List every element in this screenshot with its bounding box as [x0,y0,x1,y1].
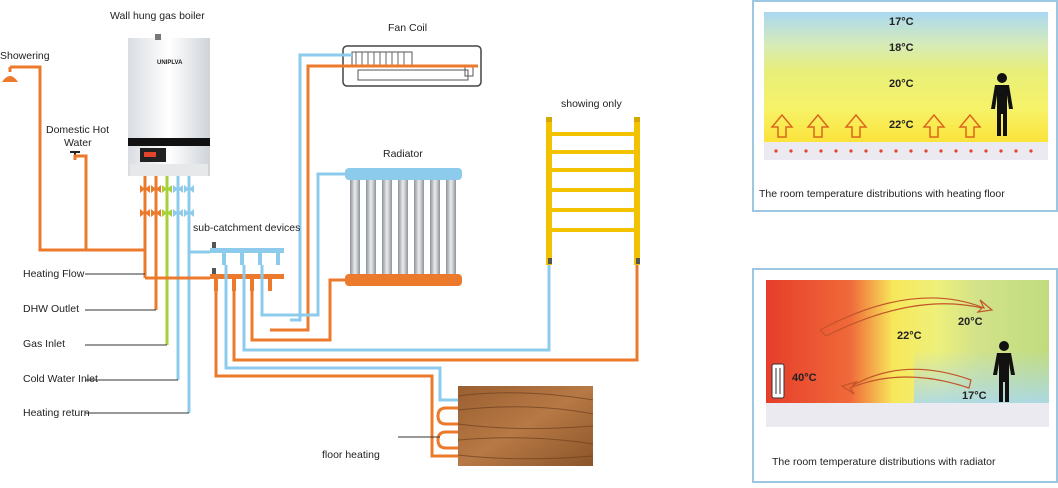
floor-temp-22: 22°C [889,119,914,131]
manifold-illustration [210,242,284,291]
sub-catchment-label: sub-catchment devices [193,222,301,234]
radiator-icon [771,363,785,399]
radiator-temp-22: 22°C [897,330,922,342]
legend-heating-return: Heating return [23,407,90,419]
radiator-temp-17: 17°C [962,390,987,402]
radiator-illustration [345,168,462,286]
radiator-thermal-map [766,280,1049,427]
person-silhouette-icon [991,73,1013,136]
legend-gas-inlet: Gas Inlet [23,338,66,350]
radiator-label: Radiator [383,148,423,160]
airflow-arrows [819,297,994,395]
person-silhouette-icon [993,341,1015,402]
legend-dhw-outlet: DHW Outlet [23,303,80,315]
floor-temp-20: 20°C [889,78,914,90]
floor-temp-17: 17°C [889,16,914,28]
showing-only-label: showing only [561,98,622,110]
boiler-label: Wall hung gas boiler [110,10,205,22]
boiler-illustration [128,34,210,176]
pipe-layout [2,34,640,466]
radiator-temp-20: 20°C [958,316,983,328]
heating-floor-caption: The room temperature distributions with … [759,188,1005,200]
floor-temp-18: 18°C [889,42,914,54]
domestic-hot-water-label-line2: Water [64,137,92,149]
radiator-panel: 40°C 22°C 20°C 17°C The room temperature… [752,268,1058,483]
shower-head-icon [2,67,18,82]
domestic-hot-water-label-line1: Domestic Hot [46,124,110,136]
showering-label: Showering [0,50,50,62]
legend-cold-water-inlet: Cold Water Inlet [23,373,98,385]
floor-heating-illustration [457,386,594,466]
heat-arrows [770,113,982,138]
radiator-temp-40: 40°C [792,372,817,384]
towel-rail-illustration [546,117,640,265]
radiator-caption: The room temperature distributions with … [772,456,996,468]
floor-heating-label: floor heating [322,449,380,461]
heating-system-diagram: Wall hung gas boiler UNIPLVA Fan Coil Ra… [0,10,640,466]
legend-heating-flow: Heating Flow [23,268,85,280]
heating-floor-panel: 17°C 18°C 20°C 22°C The room temperature… [752,0,1058,212]
legend-leader-lines [85,273,189,414]
heating-floor-thermal-map [764,12,1048,160]
boiler-brand: UNIPLVA [157,60,183,66]
boiler-connections [140,176,194,413]
fan-coil-label: Fan Coil [388,22,428,34]
